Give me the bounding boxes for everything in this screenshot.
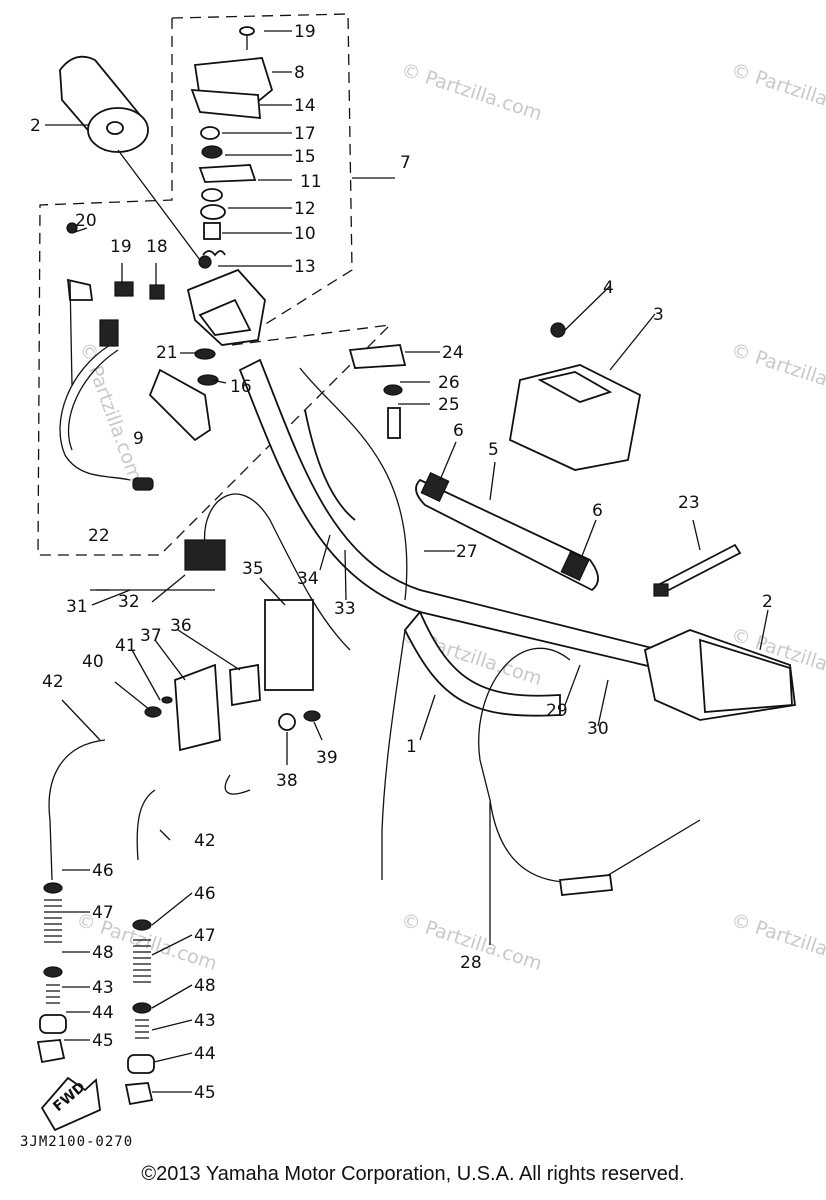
handlebar <box>238 358 667 717</box>
callout-48-left: 48 <box>92 943 114 963</box>
callout-6-top: 6 <box>453 421 464 441</box>
callout-19: 19 <box>294 22 316 42</box>
callout-33: 33 <box>334 599 356 619</box>
callout-30: 30 <box>587 719 609 739</box>
callout-44-left: 44 <box>92 1003 114 1023</box>
right-grip <box>643 629 797 721</box>
diagram-code: 3JM2100-0270 <box>20 1134 133 1150</box>
callout-23: 23 <box>678 493 700 513</box>
throttle-housing <box>186 255 266 346</box>
callout-38: 38 <box>276 771 298 791</box>
switch-wiring <box>59 222 219 491</box>
callout-3: 3 <box>653 305 664 325</box>
callout-13: 13 <box>294 257 316 277</box>
callout-8: 8 <box>294 63 305 83</box>
callout-24: 24 <box>442 343 464 363</box>
brake-switch-cable <box>144 493 351 752</box>
fwd-arrow: FWD <box>40 1076 101 1132</box>
callout-46-left: 46 <box>92 861 114 881</box>
callout-42-top: 42 <box>42 672 64 692</box>
callout-9: 9 <box>133 429 144 449</box>
callout-39: 39 <box>316 748 338 768</box>
callout-34: 34 <box>297 569 319 589</box>
callout-47-right: 47 <box>194 926 216 946</box>
throttle-cover-stack <box>190 26 274 257</box>
callout-48-right: 48 <box>194 976 216 996</box>
copyright-notice: ©2013 Yamaha Motor Corporation, U.S.A. A… <box>141 1163 685 1185</box>
callout-28: 28 <box>460 953 482 973</box>
callout-19-second: 19 <box>110 237 132 257</box>
leader-lines <box>45 30 769 1093</box>
spring-stack-right <box>124 919 155 1106</box>
callout-7: 7 <box>400 153 411 173</box>
watermark: © Partzilla.com <box>75 339 146 484</box>
callout-37: 37 <box>140 626 162 646</box>
callout-12: 12 <box>294 199 316 219</box>
callout-41: 41 <box>115 636 137 656</box>
watermark: © Partzilla.com <box>728 339 826 405</box>
assembly-boundary <box>37 13 392 556</box>
callout-2-right: 2 <box>762 592 773 612</box>
callout-29: 29 <box>546 701 568 721</box>
switch-cover <box>508 322 642 471</box>
cable-clamp <box>348 344 407 439</box>
callout-4: 4 <box>603 278 614 298</box>
callout-20: 20 <box>75 211 97 231</box>
callout-25: 25 <box>438 395 460 415</box>
callout-31: 31 <box>66 597 88 617</box>
callout-46-right: 46 <box>194 884 216 904</box>
spring-stack-left <box>36 882 67 1064</box>
callout-35: 35 <box>242 559 264 579</box>
callout-15: 15 <box>294 147 316 167</box>
callout-45-right: 45 <box>194 1083 216 1103</box>
callout-22: 22 <box>88 526 110 546</box>
throttle-cables <box>299 367 701 896</box>
callout-18: 18 <box>146 237 168 257</box>
callout-21: 21 <box>156 343 178 363</box>
callout-11: 11 <box>300 172 322 192</box>
callout-43-right: 43 <box>194 1011 216 1031</box>
callout-44-right: 44 <box>194 1044 216 1064</box>
callout-17: 17 <box>294 124 316 144</box>
callout-40: 40 <box>82 652 104 672</box>
callout-5: 5 <box>488 440 499 460</box>
callout-2-left: 2 <box>30 116 41 136</box>
watermark: © Partzilla.com <box>728 59 826 125</box>
callout-1: 1 <box>406 737 417 757</box>
callout-43-left: 43 <box>92 978 114 998</box>
left-grip <box>59 55 149 153</box>
callout-45-left: 45 <box>92 1031 114 1051</box>
callout-42-bottom: 42 <box>194 831 216 851</box>
callout-6-bottom: 6 <box>592 501 603 521</box>
grip-tube <box>415 472 599 592</box>
watermark: © Partzilla.com <box>728 909 826 975</box>
cable-strap <box>653 543 742 597</box>
watermark: © Partzilla.com <box>398 59 544 125</box>
brake-cables <box>48 739 251 881</box>
callout-27: 27 <box>456 542 478 562</box>
callout-labels: 19 8 14 17 15 11 12 10 13 7 2 20 19 18 2… <box>30 22 773 1103</box>
callout-26: 26 <box>438 373 460 393</box>
callout-14: 14 <box>294 96 316 116</box>
callout-47-left: 47 <box>92 903 114 923</box>
callout-10: 10 <box>294 224 316 244</box>
callout-16: 16 <box>230 377 252 397</box>
callout-32: 32 <box>118 592 140 612</box>
callout-36: 36 <box>170 616 192 636</box>
